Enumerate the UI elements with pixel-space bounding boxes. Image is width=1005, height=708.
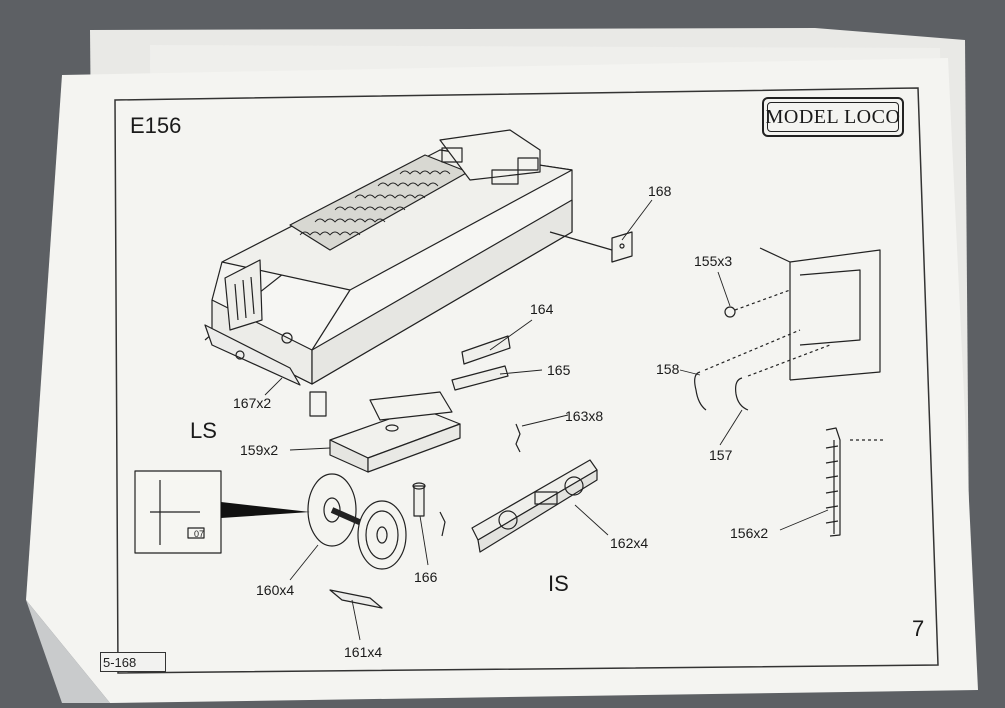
drawing-frame: [114, 87, 939, 674]
label-ls: LS: [190, 418, 217, 443]
sheet-code: E156: [130, 113, 182, 138]
part-157-handrail: [735, 377, 749, 411]
leader-lines: [264, 199, 829, 641]
part-155-bolt: [724, 289, 791, 318]
label-164: 164: [530, 301, 554, 317]
label-159: 159x2: [240, 442, 279, 458]
label-162: 162x4: [610, 535, 649, 551]
label-157: 157: [709, 447, 733, 463]
label-167: 167x2: [233, 395, 272, 411]
page-tag: 5-168: [100, 652, 166, 672]
sheet-fold-shadow: [26, 600, 110, 703]
part-163-spring-lower: [439, 511, 446, 537]
tender-body: [204, 129, 573, 417]
label-168: 168: [648, 183, 672, 199]
part-162-bogie-side: [471, 459, 598, 553]
label-165: 165: [547, 362, 571, 378]
label-163: 163x8: [565, 408, 604, 424]
label-160: 160x4: [256, 582, 295, 598]
label-161: 161x4: [344, 644, 383, 660]
label-166: 166: [414, 569, 438, 585]
part-156-ladder: [825, 427, 885, 537]
label-is: IS: [548, 571, 569, 596]
part-160-wheelset: [307, 473, 407, 570]
part-164-clip: [461, 335, 511, 365]
part-165-pad: [451, 365, 509, 391]
part-168-bracket: [549, 231, 633, 263]
part-161-plate: [329, 589, 383, 609]
coal-load: [299, 170, 451, 236]
front-sheet: [26, 58, 978, 703]
page-number: 7: [912, 616, 925, 641]
part-159-bogie-frame: [329, 391, 461, 473]
detail-inset: [134, 470, 222, 554]
loco-cab-outline: [759, 247, 881, 381]
part-163-spring: [515, 423, 521, 453]
part-166-pin: [412, 482, 426, 517]
label-155: 155x3: [694, 253, 733, 269]
brand-logo: MODEL LOCO: [762, 97, 904, 137]
label-158: 158: [656, 361, 680, 377]
detail-pointer-arrow: [221, 502, 310, 518]
inset-label: 07: [194, 529, 204, 539]
label-156: 156x2: [730, 525, 769, 541]
